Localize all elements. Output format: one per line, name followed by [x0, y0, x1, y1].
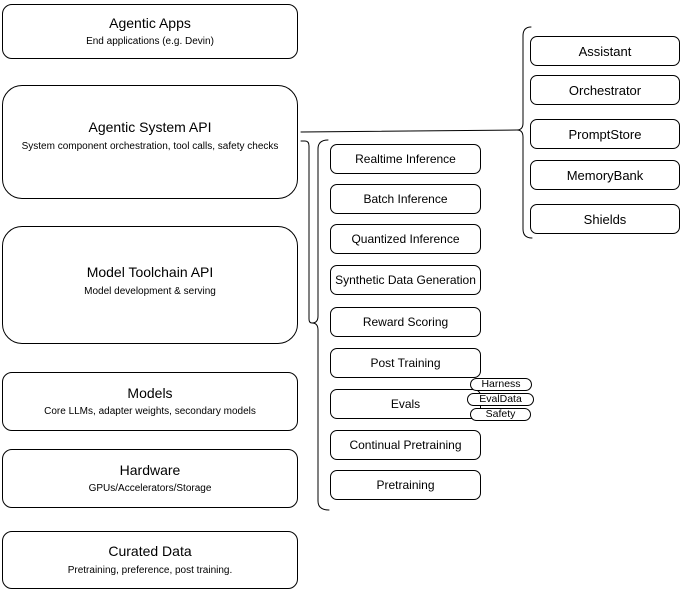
layer-subtitle: System component orchestration, tool cal… [21, 140, 279, 152]
layer-box: Agentic Apps End applications (e.g. Devi… [2, 4, 298, 59]
toolchain-item: Continual Pretraining [330, 430, 481, 460]
system-component-item: Orchestrator [530, 75, 680, 105]
layer-box: Agentic System API System component orch… [2, 85, 298, 199]
layer-title: Hardware [119, 461, 181, 478]
toolchain-item: Post Training [330, 348, 481, 378]
toolchain-item: Evals [330, 389, 481, 419]
asa-to-toolchain-connector [300, 140, 313, 324]
layer-box: Hardware GPUs/Accelerators/Storage [2, 449, 298, 508]
toolchain-item: Reward Scoring [330, 307, 481, 337]
system-component-item: PromptStore [530, 119, 680, 149]
system-component-item: Assistant [530, 36, 680, 66]
toolchain-item: Pretraining [330, 470, 481, 500]
layer-box: Model Toolchain API Model development & … [2, 226, 298, 344]
eval-tag: Safety [470, 408, 531, 421]
layer-stack: Agentic Apps End applications (e.g. Devi… [2, 4, 298, 589]
toolchain-item: Realtime Inference [330, 144, 481, 174]
toolchain-item: Quantized Inference [330, 224, 481, 254]
layer-subtitle: Core LLMs, adapter weights, secondary mo… [44, 406, 256, 418]
layer-title: Curated Data [108, 543, 192, 560]
layer-title: Model Toolchain API [86, 264, 214, 281]
layer-box: Models Core LLMs, adapter weights, secon… [2, 372, 298, 431]
system-component-item: MemoryBank [530, 160, 680, 190]
layer-subtitle: End applications (e.g. Devin) [86, 36, 214, 48]
layer-subtitle: Model development & serving [84, 285, 216, 297]
layer-subtitle: Pretraining, preference, post training. [67, 564, 233, 576]
eval-tag: Harness [470, 378, 532, 391]
toolchain-item: Batch Inference [330, 184, 481, 214]
layer-title: Agentic System API [88, 119, 212, 136]
system-component-item: Shields [530, 204, 680, 234]
toolchain-item: Synthetic Data Generation [330, 265, 481, 295]
layer-box: Curated Data Pretraining, preference, po… [2, 531, 298, 589]
layer-title: Agentic Apps [109, 14, 191, 31]
layer-title: Models [127, 384, 173, 401]
eval-tag: EvalData [467, 393, 534, 406]
layer-subtitle: GPUs/Accelerators/Storage [88, 483, 212, 495]
asa-to-components-connector [300, 129, 518, 133]
